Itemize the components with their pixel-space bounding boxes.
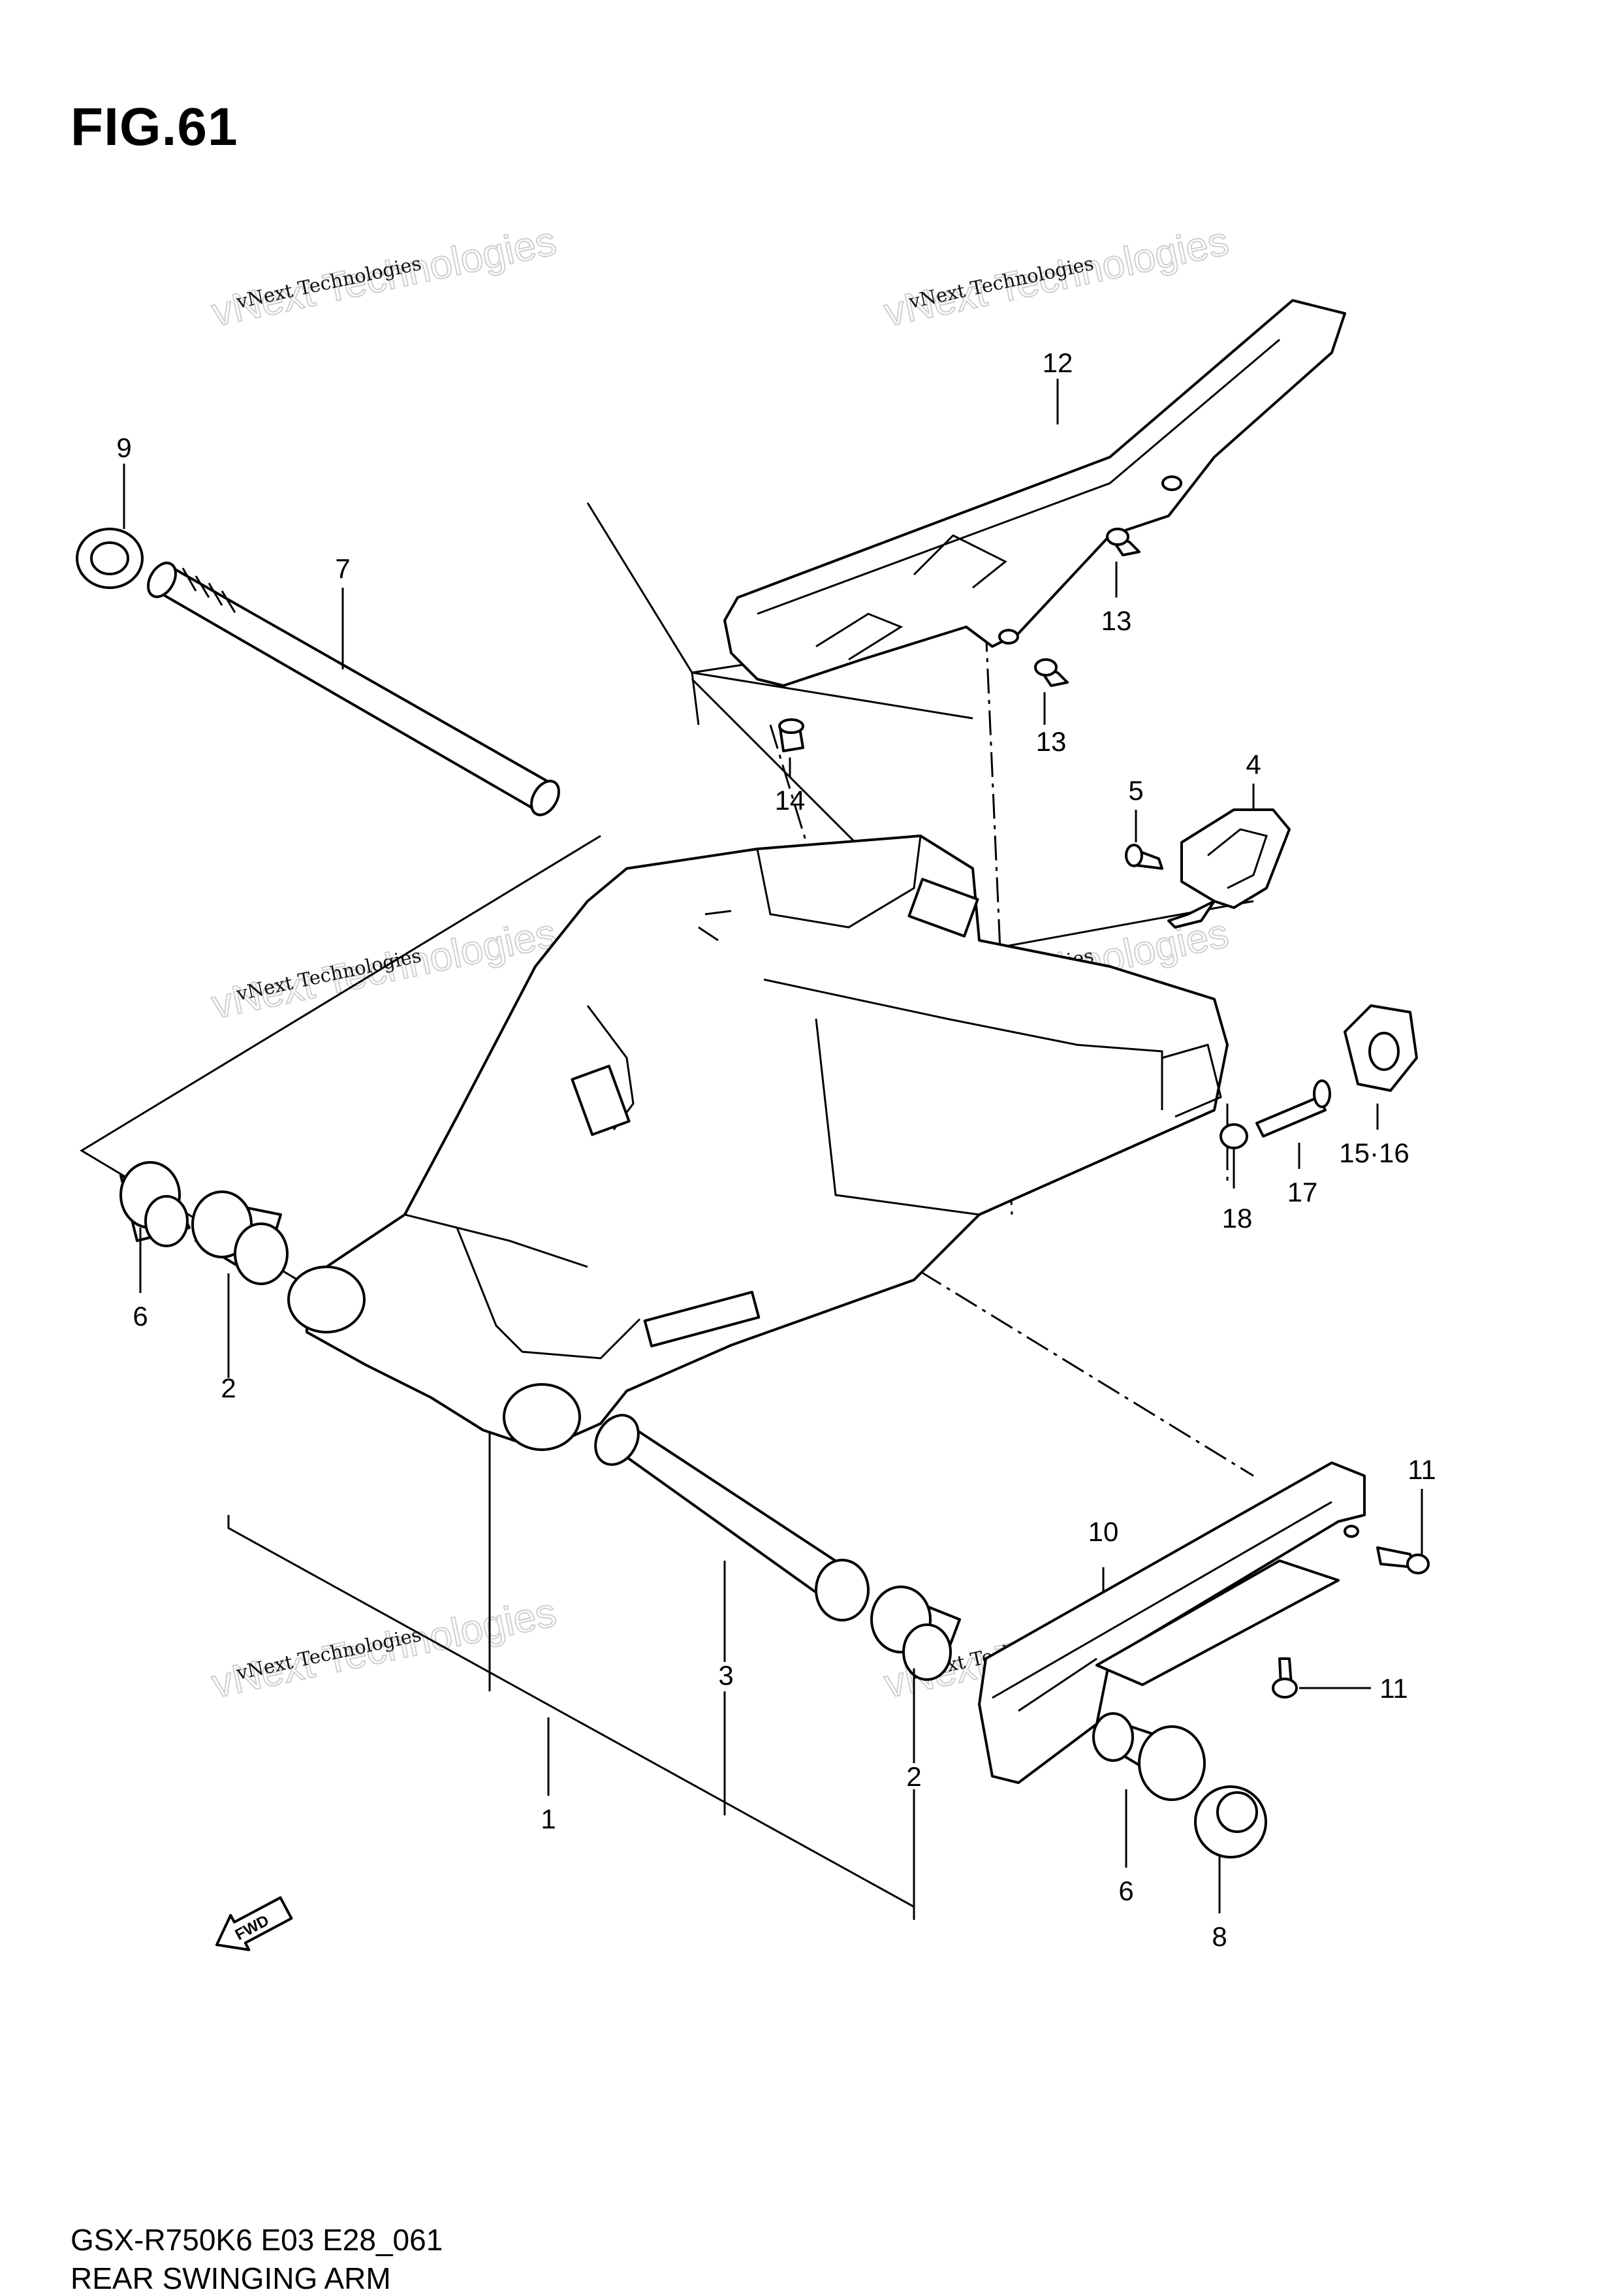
watermark: vNext Technologies vNext Technologies — [208, 218, 561, 336]
figure-title: FIG.61 — [71, 97, 238, 157]
callout-2-right: 2 — [906, 1761, 921, 1792]
chain-guide-10 — [978, 1461, 1366, 1784]
screw-11-upper — [1376, 1546, 1430, 1574]
bolt-13-lower — [1034, 658, 1069, 687]
callout-17: 17 — [1287, 1177, 1318, 1207]
pivot-nut — [76, 528, 144, 589]
fwd-arrow: FWD — [215, 1896, 293, 1951]
leader-lines — [123, 379, 1423, 1920]
bearing-right — [870, 1586, 961, 1681]
model-code: GSX-R750K6 E03 E28_061 — [71, 2223, 443, 2257]
pivot-sleeve — [594, 1414, 870, 1621]
bolt-17 — [1255, 1079, 1331, 1138]
washer-18 — [1220, 1123, 1248, 1149]
pivot-axle — [147, 562, 560, 816]
callout-13-lower: 13 — [1036, 726, 1067, 757]
callout-8: 8 — [1212, 1921, 1227, 1952]
callout-13-upper: 13 — [1101, 605, 1132, 636]
spacer-right — [1092, 1712, 1206, 1801]
watermark: vNext Technologies vNext Technologies — [208, 910, 561, 1028]
callout-9: 9 — [116, 432, 131, 463]
figure-name: REAR SWINGING ARM — [71, 2261, 391, 2295]
plate-4 — [1167, 808, 1291, 929]
callout-6-left: 6 — [133, 1301, 148, 1331]
screw-11-lower — [1272, 1657, 1298, 1698]
callout-4: 4 — [1246, 749, 1261, 780]
callout-11-upper: 11 — [1408, 1454, 1436, 1485]
chain-cover — [723, 299, 1346, 687]
callout-18: 18 — [1222, 1203, 1253, 1234]
callouts: 9 7 12 13 13 14 5 4 15·16 17 18 6 2 10 1… — [116, 347, 1436, 1952]
bolt-13-upper — [1106, 528, 1141, 556]
callout-5: 5 — [1128, 775, 1143, 806]
callout-14: 14 — [775, 785, 806, 816]
clip-14 — [778, 718, 804, 752]
watermark: vNext Technologies vNext Technologies — [208, 1589, 561, 1708]
callout-15-16: 15·16 — [1339, 1138, 1409, 1168]
callout-2-left: 2 — [221, 1373, 236, 1403]
swing-arm — [287, 835, 1229, 1451]
callout-12: 12 — [1043, 347, 1073, 378]
watermark: vNext Technologies vNext Technologies — [880, 218, 1233, 336]
callout-10: 10 — [1088, 1516, 1119, 1547]
nut-8 — [1194, 1785, 1267, 1858]
callout-6-right: 6 — [1118, 1875, 1133, 1906]
bearing-left — [191, 1190, 289, 1285]
bolt-5 — [1125, 844, 1163, 870]
adjuster-15-16 — [1344, 1004, 1418, 1092]
callout-3: 3 — [718, 1660, 733, 1691]
callout-7: 7 — [335, 553, 350, 584]
callout-11-lower: 11 — [1379, 1673, 1408, 1704]
spacer-left — [119, 1161, 191, 1247]
callout-1: 1 — [541, 1804, 556, 1834]
